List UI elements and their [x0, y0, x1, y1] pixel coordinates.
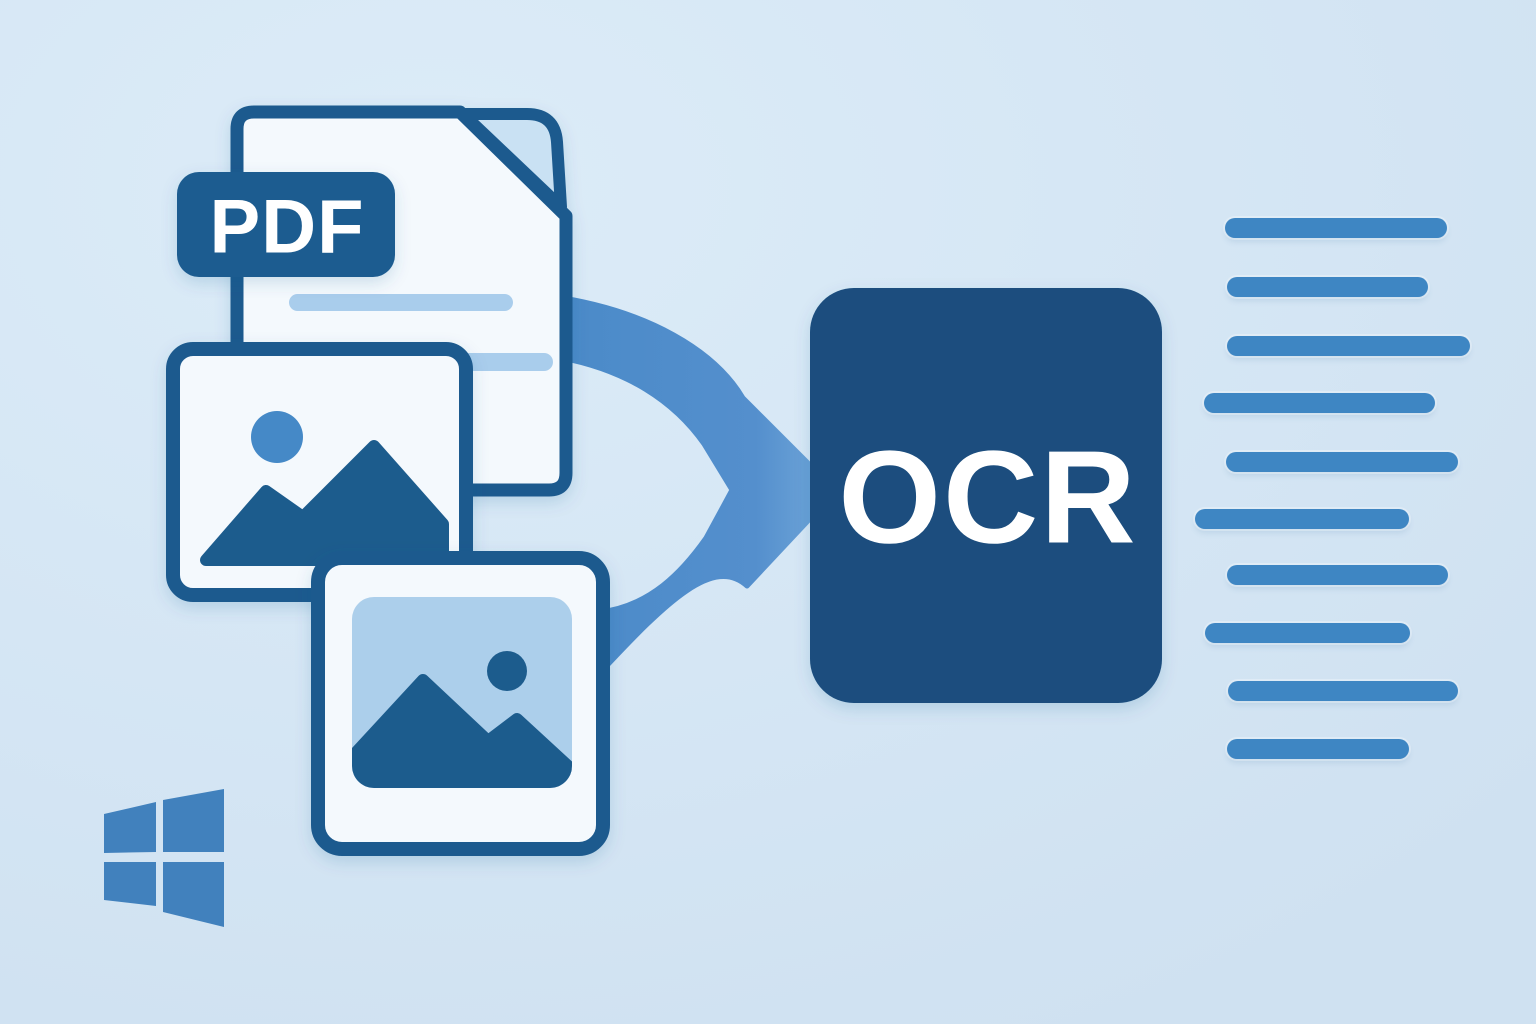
document-text-line: [289, 294, 513, 311]
windows-pane-bottom-right: [163, 862, 224, 927]
windows-pane-bottom-left: [104, 862, 156, 906]
photo-sun-dot-alt: [487, 651, 527, 691]
ocr-box: OCR: [810, 288, 1162, 703]
ocr-box-background: [810, 288, 1162, 703]
photo-mountains-alt: [352, 674, 572, 788]
windows-pane-top-left: [104, 802, 156, 853]
ocr-label: OCR: [838, 424, 1137, 571]
pdf-badge-label: PDF: [210, 185, 365, 270]
page-fold-corner: [457, 108, 567, 213]
image-placeholder-icon-alt: [311, 551, 610, 856]
document-text-line: [460, 353, 553, 371]
windows-logo-icon: [104, 789, 224, 927]
photo-sun-dot: [251, 411, 303, 463]
pdf-badge-background: [177, 172, 395, 277]
windows-pane-top-right: [163, 789, 224, 852]
pdf-badge: PDF: [177, 172, 395, 277]
document-text-lines: [289, 294, 553, 371]
